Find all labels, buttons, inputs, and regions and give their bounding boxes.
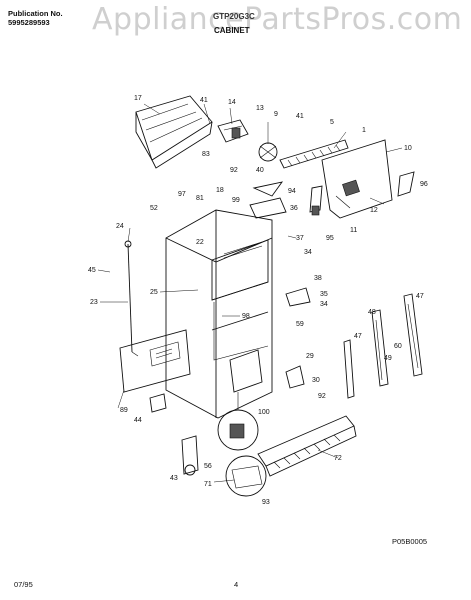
callout: 18 <box>216 187 224 194</box>
watermark: AppliancePartsPros.com <box>92 2 463 37</box>
back-panel-drawing <box>321 139 393 219</box>
damper-drawing <box>309 185 323 216</box>
callout: 48 <box>368 309 376 316</box>
callout: 59 <box>296 321 304 328</box>
callout: 98 <box>242 313 250 320</box>
callout: 40 <box>256 167 264 174</box>
publication-label: Publication No. <box>8 9 63 18</box>
callout: 89 <box>120 407 128 414</box>
callout: 5 <box>330 119 334 126</box>
toe-grille-drawing <box>257 415 357 477</box>
callout: 9 <box>274 111 278 118</box>
shroud-rail-drawing <box>279 139 349 169</box>
callout: 37 <box>296 235 304 242</box>
hinge-bracket-drawing <box>217 119 249 143</box>
bracket-29-drawing <box>285 365 305 389</box>
callout: 14 <box>228 99 236 106</box>
callout: 47 <box>416 293 424 300</box>
page-number: 4 <box>234 580 239 589</box>
callout: 24 <box>116 223 124 230</box>
callout: 17 <box>134 95 142 102</box>
callout: 71 <box>204 481 212 488</box>
callout: 38 <box>314 275 322 282</box>
bracket-35-drawing <box>285 287 311 307</box>
callout: 83 <box>202 151 210 158</box>
callout: 1 <box>362 127 366 134</box>
callout: 56 <box>204 463 212 470</box>
callout: 94 <box>288 188 296 195</box>
compressor-cover-drawing <box>119 329 191 393</box>
callout: 22 <box>196 239 204 246</box>
trim-strips-drawing <box>343 293 423 399</box>
diffuser-drawing <box>252 181 284 197</box>
callout: 44 <box>134 417 142 424</box>
callout: 35 <box>320 291 328 298</box>
detail-circle-100-drawing <box>217 392 259 451</box>
leveler-drawing <box>181 435 199 476</box>
callout: 34 <box>320 301 328 308</box>
callout: 72 <box>334 455 342 462</box>
callout: 47 <box>354 333 362 340</box>
detail-circle-71-drawing <box>225 455 267 497</box>
figure-code: P05B0005 <box>392 537 428 546</box>
callout: 92 <box>318 393 326 400</box>
control-bracket-drawing <box>249 197 287 219</box>
callout: 60 <box>394 343 402 350</box>
callout: 41 <box>296 113 304 120</box>
callout: 41 <box>200 97 208 104</box>
callout: 29 <box>306 353 314 360</box>
callout: 43 <box>170 475 178 482</box>
callout: 11 <box>350 227 357 234</box>
callout: 52 <box>150 205 158 212</box>
cabinet-body-drawing <box>165 209 273 419</box>
leader-lines <box>97 103 403 483</box>
callout: 93 <box>262 499 270 506</box>
callout: 100 <box>258 409 270 416</box>
callout: 97 <box>178 191 186 198</box>
publication-number: 5995289593 <box>8 18 50 27</box>
section-title: CABINET <box>214 26 250 35</box>
bracket-96-drawing <box>397 171 415 197</box>
footer-date: 07/95 <box>14 580 33 589</box>
block-44-drawing <box>149 393 167 413</box>
model-number: GTP20G3C <box>213 12 255 21</box>
callout: 49 <box>384 355 392 362</box>
callout: 34 <box>304 249 312 256</box>
callout: 36 <box>290 205 298 212</box>
cover-assembly-drawing <box>135 95 213 169</box>
callout: 99 <box>232 197 240 204</box>
callout: 12 <box>370 207 378 214</box>
callout: 30 <box>312 377 320 384</box>
callout: 81 <box>196 195 204 202</box>
callout: 92 <box>230 167 238 174</box>
callout: 25 <box>150 289 158 296</box>
callout: 45 <box>88 267 96 274</box>
callout: 13 <box>256 105 264 112</box>
callout: 96 <box>420 181 428 188</box>
callout: 23 <box>90 299 98 306</box>
callout: 10 <box>404 145 412 152</box>
callout: 95 <box>326 235 334 242</box>
